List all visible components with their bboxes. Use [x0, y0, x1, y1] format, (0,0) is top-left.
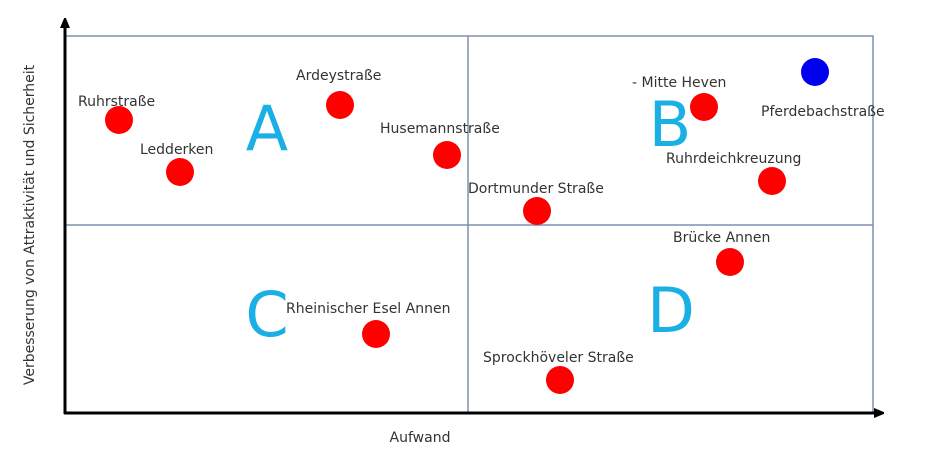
point-pferdebachstrasse[interactable] [801, 58, 829, 86]
point-bruecke-annen[interactable] [716, 248, 744, 276]
label-ardeystrasse: Ardeystraße [296, 68, 381, 84]
point-ruhrstrasse[interactable] [105, 106, 133, 134]
quadrant-label-d: D [647, 274, 695, 347]
point-rheinischer-esel-annen[interactable] [362, 320, 390, 348]
y-axis-title: Verbesserung von Attraktivität und Siche… [22, 64, 38, 385]
label-bruecke-annen: Brücke Annen [673, 230, 770, 246]
point-dortmunder-strasse[interactable] [523, 197, 551, 225]
point-husemannstrasse[interactable] [433, 141, 461, 169]
label-rheinischer-esel-annen: Rheinischer Esel Annen [286, 301, 450, 317]
point-sprockhoeveler-strasse[interactable] [546, 366, 574, 394]
x-axis-title: Aufwand [390, 430, 451, 446]
data-points [105, 58, 829, 394]
point-ledderken[interactable] [166, 158, 194, 186]
quadrant-label-a: A [246, 92, 288, 165]
label-husemannstrasse: Husemannstraße [380, 121, 500, 137]
point-ruhrdeichkreuzung[interactable] [758, 167, 786, 195]
point-ardeystrasse[interactable] [326, 91, 354, 119]
quadrant-label-c: C [245, 278, 288, 351]
point-labels: Ruhrstraße Ledderken Ardeystraße Huseman… [78, 68, 885, 366]
label-pferdebachstrasse: Pferdebachstraße [761, 104, 885, 120]
quadrant-grid [64, 35, 874, 414]
label-ledderken: Ledderken [140, 142, 213, 158]
quadrant-label-b: B [649, 88, 692, 161]
label-sprockhoeveler-strasse: Sprockhöveler Straße [483, 350, 634, 366]
label-ruhrdeichkreuzung: Ruhrdeichkreuzung [666, 151, 801, 167]
label-dortmunder-strasse: Dortmunder Straße [468, 181, 604, 197]
label-mitte-heven: - Mitte Heven [632, 75, 726, 91]
point-mitte-heven[interactable] [690, 93, 718, 121]
label-ruhrstrasse: Ruhrstraße [78, 94, 155, 110]
